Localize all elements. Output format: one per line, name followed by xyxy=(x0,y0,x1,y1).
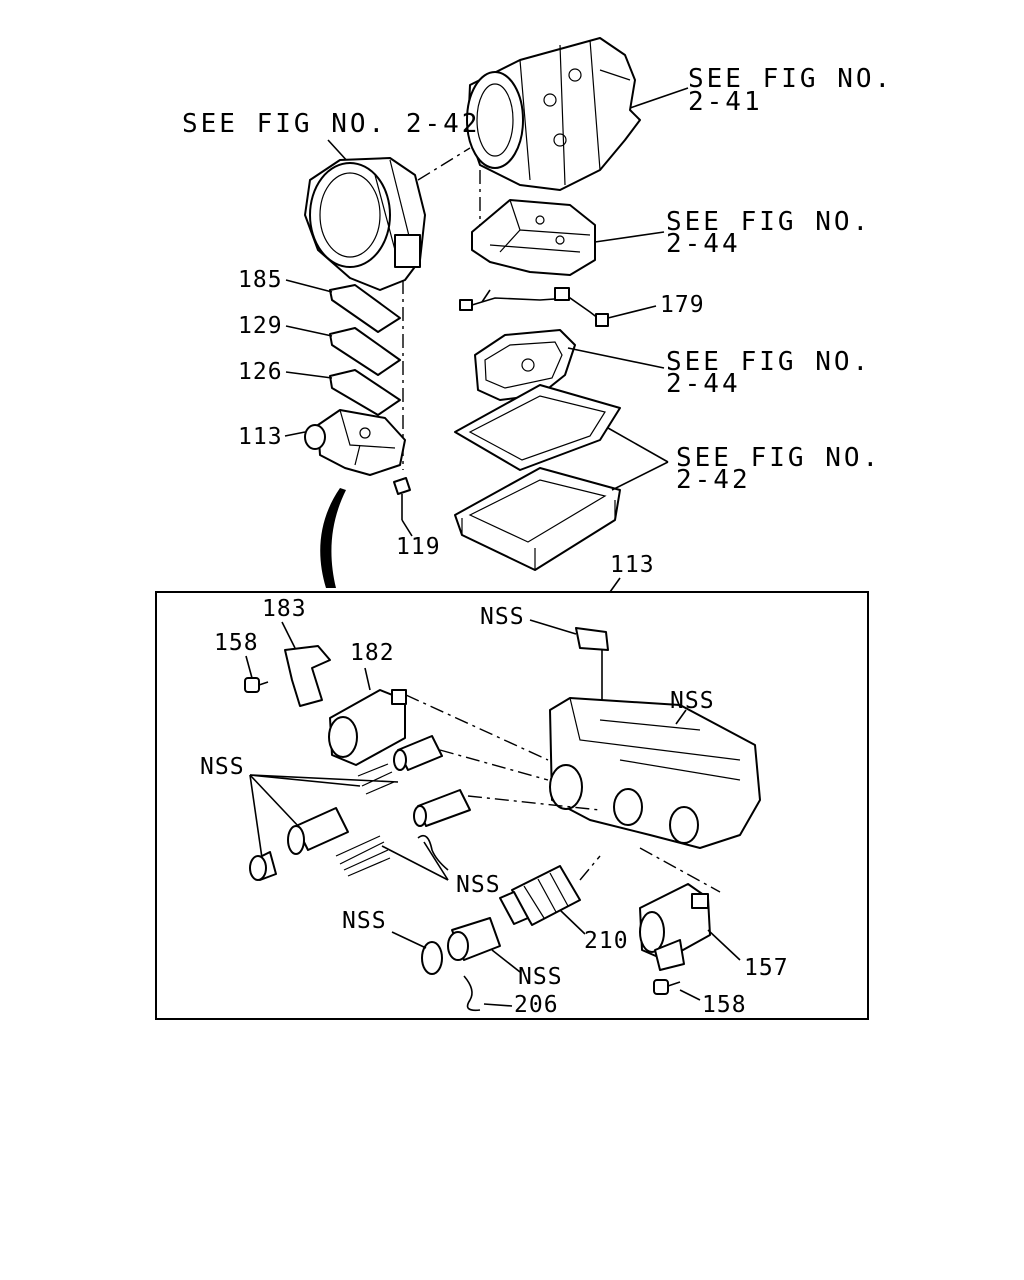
ref-fig-2-44-b-line2: 2-44 xyxy=(666,369,741,399)
clip-206 xyxy=(463,975,481,1012)
ref-fig-2-42-top: SEE FIG NO. 2-42 xyxy=(182,109,480,139)
label-158-b: 158 xyxy=(702,992,747,1018)
converter-housing xyxy=(304,157,426,291)
label-185: 185 xyxy=(238,267,283,293)
ref-fig-2-44-a-line2: 2-44 xyxy=(666,229,741,259)
solenoid-157 xyxy=(639,883,711,971)
transmission-case xyxy=(466,37,641,191)
plate-129 xyxy=(329,327,401,376)
oil-pan xyxy=(454,467,621,571)
oil-pan-gasket xyxy=(454,384,621,471)
oil-strainer xyxy=(474,329,576,401)
detail-box-title: 113 xyxy=(610,552,655,578)
detail-callout-arrow xyxy=(320,488,346,588)
label-182: 182 xyxy=(350,640,395,666)
solenoid-182 xyxy=(328,689,407,766)
bolt-119 xyxy=(393,477,411,520)
label-119: 119 xyxy=(396,534,441,560)
valve-spring-set xyxy=(249,735,471,881)
ref-fig-2-42-b-line2: 2-42 xyxy=(676,465,751,495)
clip-nss-top xyxy=(575,627,609,651)
label-113: 113 xyxy=(238,424,283,450)
label-126: 126 xyxy=(238,359,283,385)
o-ring-nss xyxy=(421,941,443,975)
bolt-158-a xyxy=(244,677,269,693)
label-nss-left: NSS xyxy=(200,754,245,780)
label-nss-mid: NSS xyxy=(456,872,501,898)
label-206: 206 xyxy=(514,992,559,1018)
ref-fig-2-44-b-line1: SEE FIG NO. xyxy=(666,347,871,377)
label-158-a: 158 xyxy=(214,630,259,656)
label-179: 179 xyxy=(660,292,705,318)
valve-body-upper xyxy=(471,199,596,276)
label-nss-top: NSS xyxy=(480,604,525,630)
detail-box xyxy=(155,591,869,1020)
label-129: 129 xyxy=(238,313,283,339)
wire-harness xyxy=(459,287,609,327)
plate-185 xyxy=(329,284,401,333)
ref-fig-2-42-b-line1: SEE FIG NO. xyxy=(676,443,881,473)
filter-210 xyxy=(499,865,581,926)
plate-126 xyxy=(329,369,401,416)
label-nss-body: NSS xyxy=(670,688,715,714)
plug-nss xyxy=(447,917,501,961)
ref-fig-2-44-a-line1: SEE FIG NO. xyxy=(666,207,871,237)
label-210: 210 xyxy=(584,928,629,954)
solenoid-block-113 xyxy=(304,409,406,476)
ref-fig-2-41-line2: 2-41 xyxy=(688,87,763,117)
label-183: 183 xyxy=(262,596,307,622)
ref-fig-2-41-line1: SEE FIG NO. xyxy=(688,64,893,94)
bracket-183 xyxy=(284,645,331,707)
label-nss-ring: NSS xyxy=(342,908,387,934)
label-nss-plug: NSS xyxy=(518,964,563,990)
valve-body-detail xyxy=(549,697,761,849)
label-157: 157 xyxy=(744,955,789,981)
bolt-158-b xyxy=(653,979,681,995)
